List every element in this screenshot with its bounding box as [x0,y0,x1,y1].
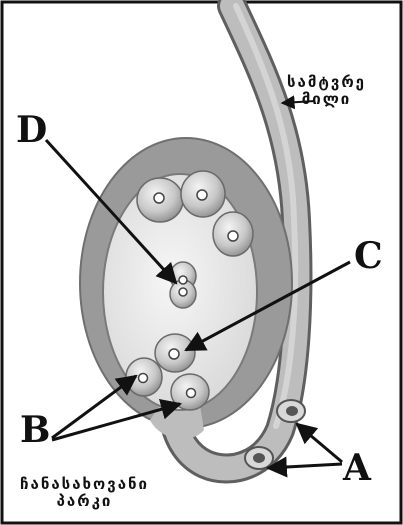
label-A: A [343,450,371,486]
sperm-cell-upper [277,400,305,422]
arrow-A-upper [297,424,342,462]
label-D: D [16,112,47,148]
arrow-A-lower [268,464,342,468]
embryo-sac-label-line2: პარკი [20,493,149,510]
embryo-sac-label-line1: ჩანასახოვანი [20,476,149,493]
embryo-sac-label: ჩანასახოვანი პარკი [20,476,149,511]
egg-cell [155,334,195,372]
pollen-tube-label: სამტვრე მილი [287,74,366,109]
label-C: C [354,238,383,274]
polar-nuclei [170,262,196,308]
pollen-tube-label-line1: სამტვრე [287,74,366,91]
pollen-tube-label-line2: მილი [287,91,366,108]
label-B: B [20,412,50,448]
sperm-cell-lower [245,447,273,469]
